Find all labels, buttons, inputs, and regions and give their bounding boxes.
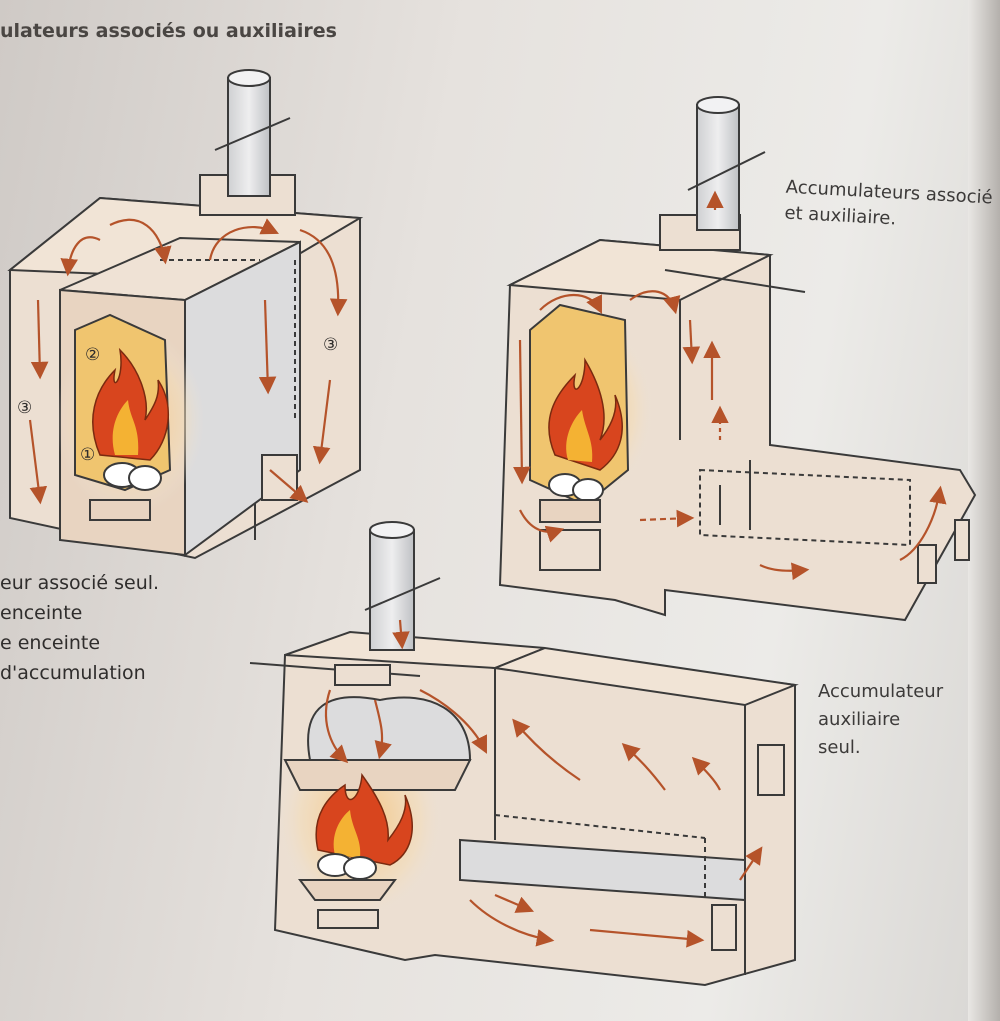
left-caption-line-3: e enceinte	[0, 632, 101, 654]
left-caption-line-1: eur associé seul.	[0, 572, 160, 594]
stove-auxiliary-only	[249, 521, 799, 987]
stove-associated-and-auxiliary-arrows	[513, 190, 947, 581]
page-title: ulateurs associés ou auxiliaires	[0, 20, 337, 42]
left-caption-line-4: d'accumulation	[0, 662, 146, 684]
label-br-line2: seul.	[818, 737, 861, 758]
stove-associated-and-auxiliary	[498, 96, 977, 622]
stove-associated-only-arrows	[28, 218, 348, 505]
stove-auxiliary-only-arrows	[325, 619, 763, 948]
marker-3-left: ③	[17, 398, 32, 418]
marker-3-right: ③	[323, 335, 338, 355]
marker-1: ①	[80, 445, 95, 465]
left-caption-line-2: enceinte	[0, 602, 83, 624]
label-auxiliary-only: Accumulateur auxiliaire seul.	[818, 678, 1000, 762]
stove-associated-only	[7, 69, 364, 560]
label-br-line1: Accumulateur auxiliaire	[818, 681, 944, 730]
markers: ① ② ③ ③	[17, 335, 338, 465]
marker-2: ②	[85, 345, 100, 365]
page-edge	[968, 0, 1000, 1021]
